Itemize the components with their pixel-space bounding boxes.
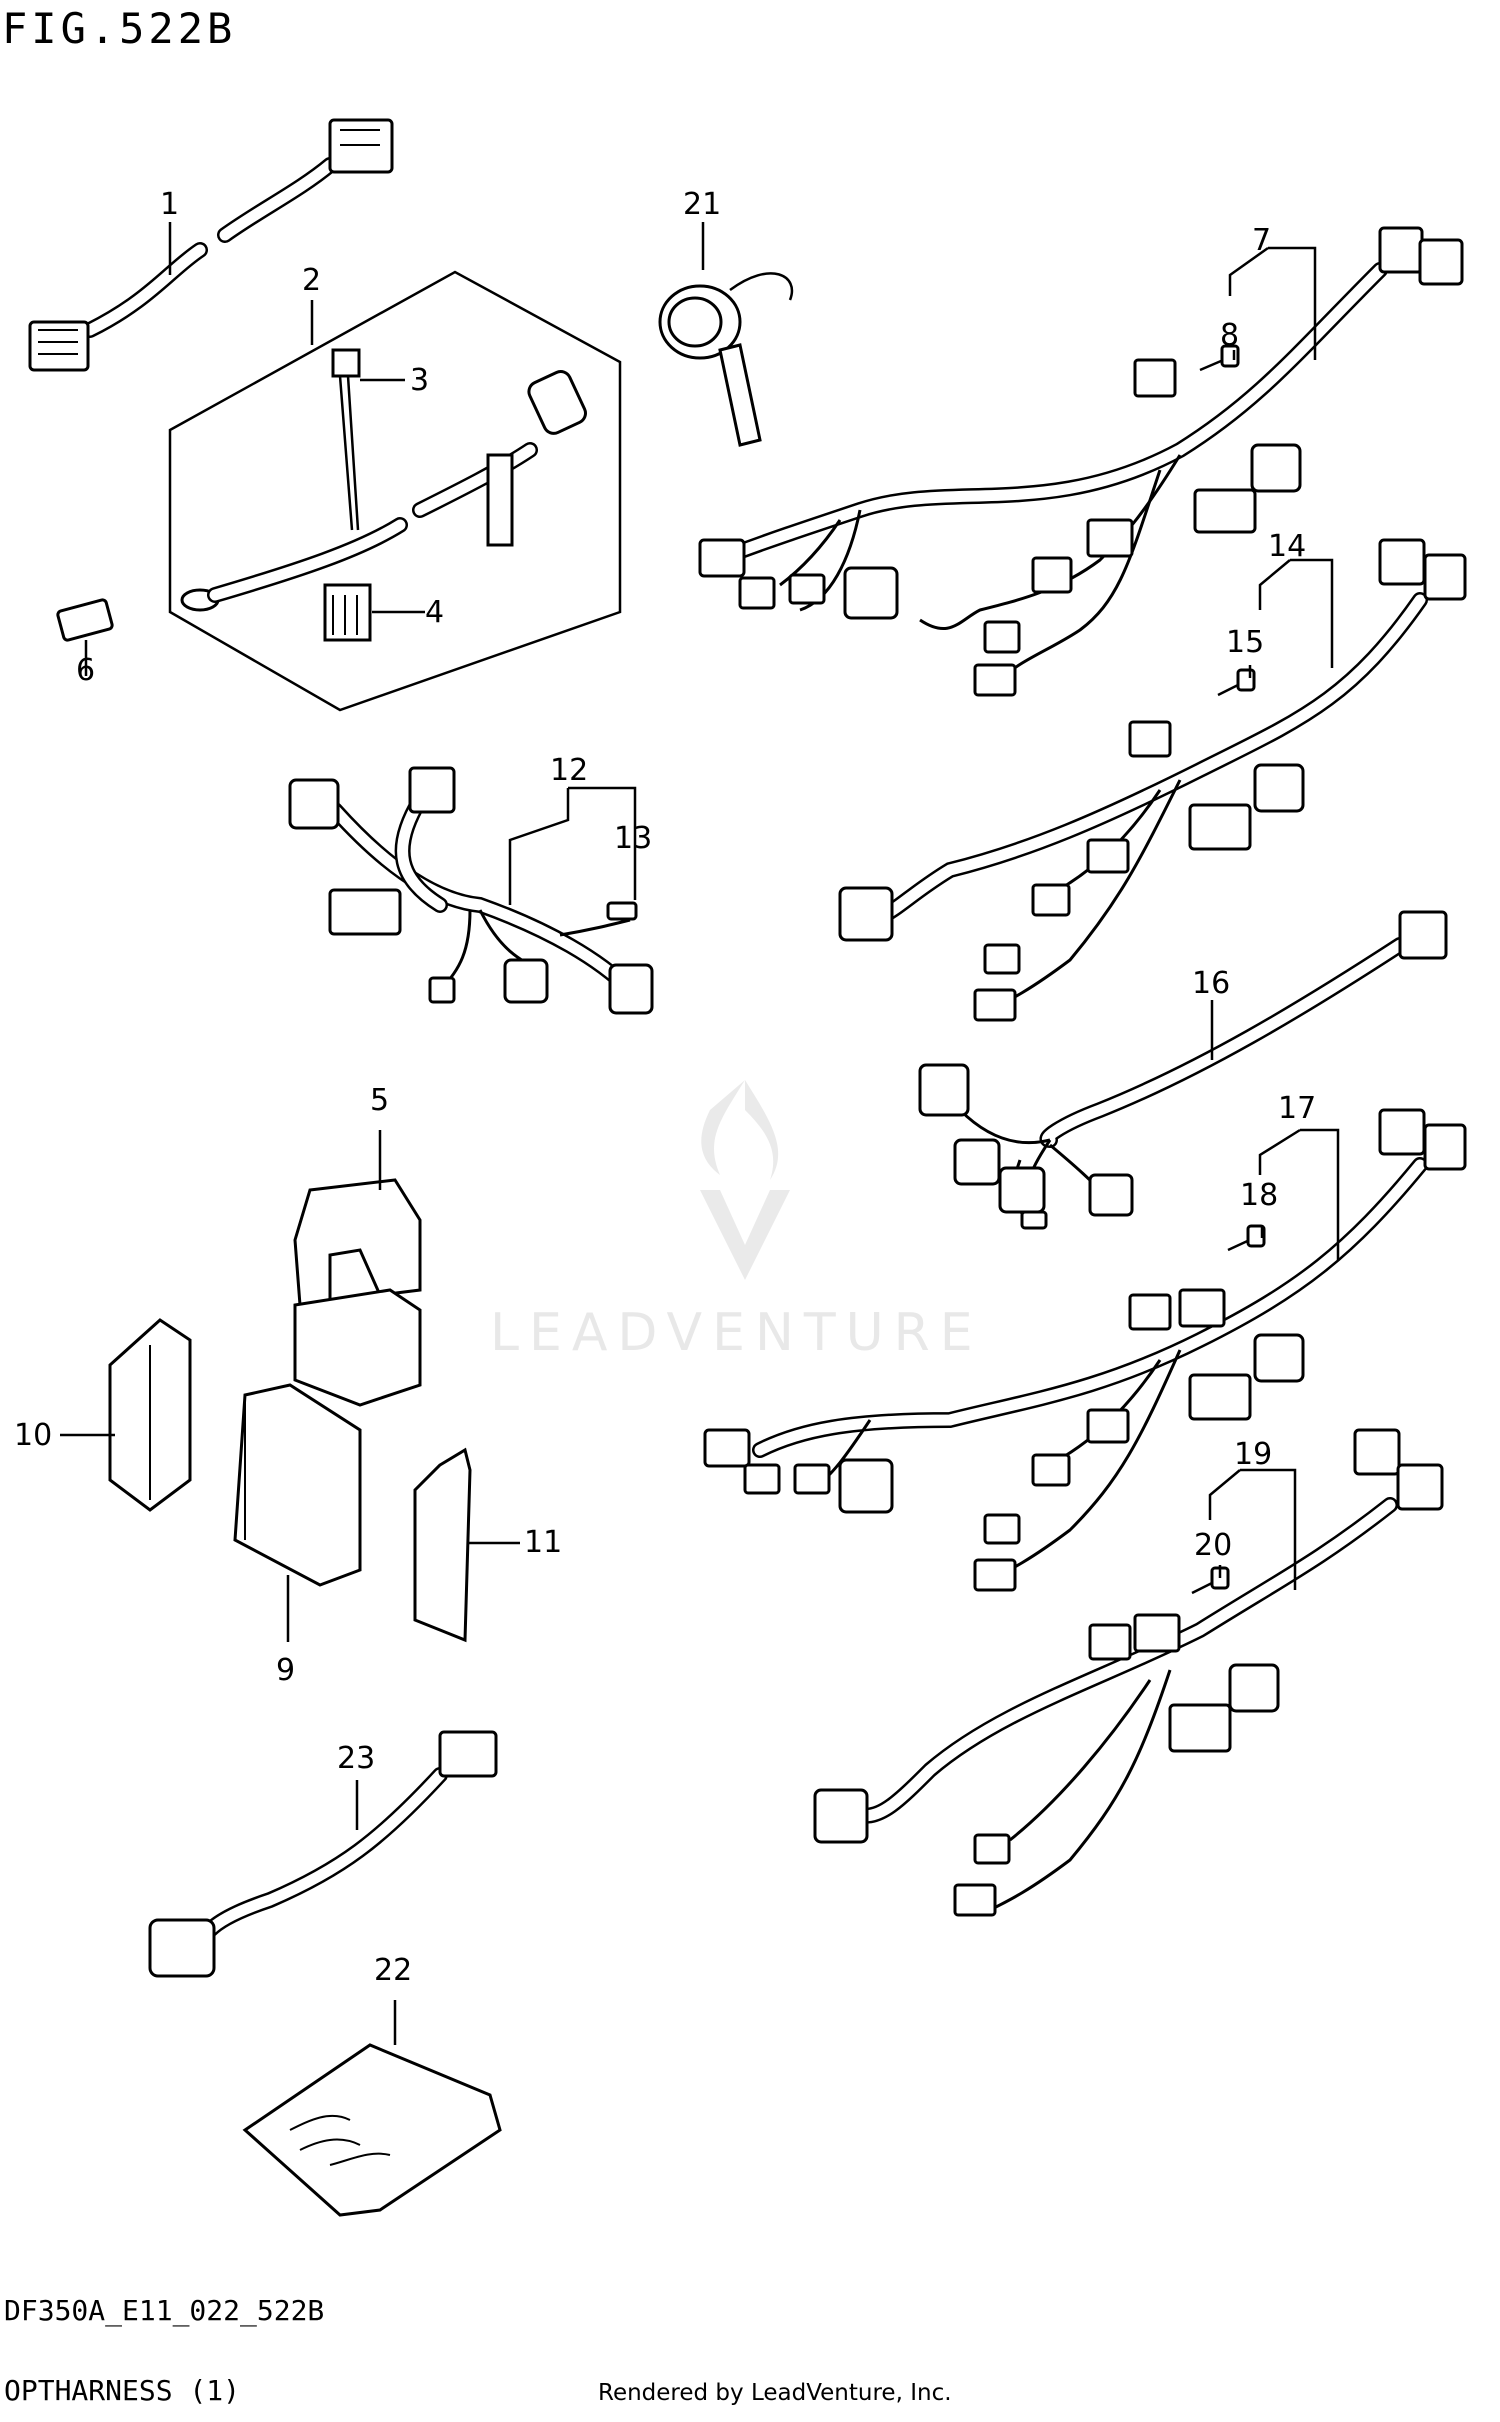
leader-lines: [60, 222, 1340, 2045]
callout-3: 3: [410, 363, 429, 398]
part-14-harness[interactable]: [838, 538, 1467, 1022]
part-6-cap[interactable]: [56, 598, 114, 642]
callout-7: 7: [1252, 223, 1271, 258]
watermark-text: LEADVENTURE: [490, 1303, 983, 1363]
part-16-harness[interactable]: [918, 910, 1448, 1230]
part-21-boot[interactable]: [658, 272, 794, 447]
callout-21: 21: [683, 187, 721, 222]
diagram-caption: OPTHARNESS (1): [4, 2374, 241, 2407]
part-7-harness[interactable]: [698, 226, 1464, 697]
part-10-bracket[interactable]: [108, 1318, 192, 1512]
callout-9: 9: [276, 1653, 295, 1688]
callout-17: 17: [1278, 1091, 1316, 1126]
callout-6: 6: [76, 653, 95, 688]
callout-1: 1: [160, 187, 179, 222]
callout-18: 18: [1240, 1178, 1278, 1213]
callout-15: 15: [1226, 625, 1264, 660]
part-17-harness[interactable]: [703, 1108, 1467, 1592]
callout-23: 23: [337, 1741, 375, 1776]
callout-11: 11: [524, 1525, 562, 1560]
callout-10: 10: [14, 1418, 52, 1453]
part-1-harness[interactable]: [28, 118, 394, 372]
part-12-harness[interactable]: [288, 766, 654, 1015]
part-4-clip[interactable]: [323, 583, 372, 642]
part-5-cover[interactable]: [293, 1178, 422, 1407]
part-3-cable-tie[interactable]: [331, 348, 361, 531]
callout-20: 20: [1194, 1528, 1232, 1563]
leadventure-watermark: LEADVENTURE: [490, 1080, 983, 1363]
part-18-screw[interactable]: [1227, 1224, 1266, 1252]
part-23-harness[interactable]: [148, 1730, 498, 1978]
part-2-ground-cable[interactable]: [180, 368, 589, 612]
callout-4: 4: [425, 595, 444, 630]
callout-14: 14: [1268, 529, 1306, 564]
part-20-screw[interactable]: [1191, 1566, 1230, 1595]
callout-labels: 1 2 3 4 5 6 7 8 9 10 11 12 13 14 15 16 1…: [14, 187, 1316, 1988]
part-19-harness[interactable]: [813, 1428, 1444, 1917]
callout-8: 8: [1220, 318, 1239, 353]
callout-13: 13: [614, 821, 652, 856]
diagram-code: DF350A_E11_022_522B: [4, 2294, 325, 2327]
part-9-module[interactable]: [233, 1383, 362, 1587]
callout-19: 19: [1234, 1437, 1272, 1472]
callout-12: 12: [550, 753, 588, 788]
part-13-clip[interactable]: [606, 901, 638, 921]
callout-5: 5: [370, 1083, 389, 1118]
part-2-kit-box: [168, 270, 622, 712]
render-credit: Rendered by LeadVenture, Inc.: [598, 2380, 952, 2406]
part-22-bag[interactable]: [242, 2043, 502, 2217]
figure-title: FIG.522B: [2, 4, 237, 53]
callout-2: 2: [302, 263, 321, 298]
callout-22: 22: [374, 1953, 412, 1988]
part-11-bracket[interactable]: [413, 1447, 472, 1643]
part-15-screw[interactable]: [1217, 668, 1256, 697]
callout-16: 16: [1192, 966, 1230, 1001]
